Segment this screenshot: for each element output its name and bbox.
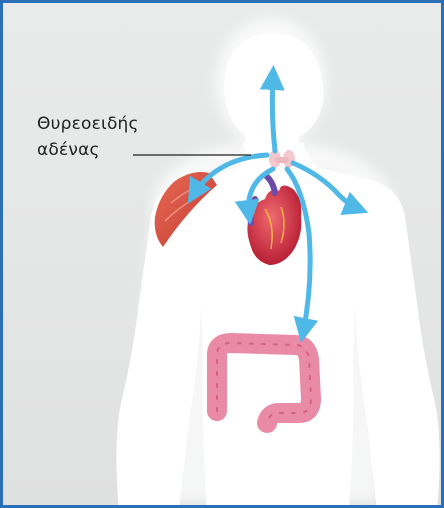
body-diagram <box>3 3 444 508</box>
thyroid-label-line2: αδένας <box>37 137 139 163</box>
arrow-to-head <box>272 75 275 151</box>
thyroid-label-line1: Θυρεοειδής <box>37 111 139 137</box>
thyroid-label: Θυρεοειδής αδένας <box>37 111 139 163</box>
human-body-silhouette <box>116 33 439 508</box>
